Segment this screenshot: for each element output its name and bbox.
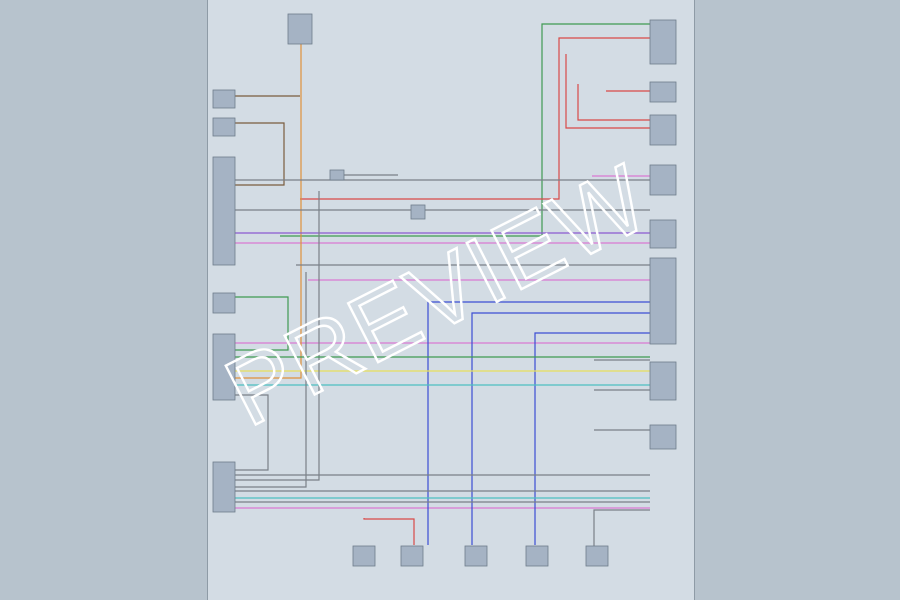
inline-connector [410,204,426,220]
wire-gray [235,191,320,481]
right-module-connector [649,219,677,249]
control-unit-connector [212,156,236,266]
wire-green [280,23,650,237]
right-module-connector [649,164,677,196]
wire-brown [235,122,285,186]
right-module-connector [649,361,677,401]
wire-red [363,518,415,545]
bottom-connector [464,545,488,567]
right-module-connector [649,257,677,345]
wire-blue [427,301,650,545]
wire-green [235,296,289,351]
bottom-connector [400,545,424,567]
wiring-diagram [212,13,677,567]
wire-blue [534,332,650,545]
bottom-connector [585,545,609,567]
left-harness-connector [212,461,236,513]
left-harness-connector [212,333,236,401]
left-mid-connector [212,292,236,314]
wire-orange [235,40,302,379]
wire-red [300,37,650,200]
inline-connector [329,169,345,181]
connectors [212,13,677,567]
wires [235,23,650,546]
bottom-connector [525,545,549,567]
left-upper-connector [212,89,236,109]
wire-gray [235,394,269,471]
right-module-connector [649,81,677,103]
left-upper-connector [212,117,236,137]
diagram-sheet [207,0,695,600]
right-module-connector [649,424,677,450]
top-switch-connector [287,13,313,45]
wire-red [565,54,650,129]
right-module-connector [649,114,677,146]
bottom-connector [352,545,376,567]
wire-gray [235,272,307,488]
right-module-connector [649,19,677,65]
wire-gray [593,509,650,546]
wire-red [577,84,650,121]
wire-blue [471,312,650,545]
